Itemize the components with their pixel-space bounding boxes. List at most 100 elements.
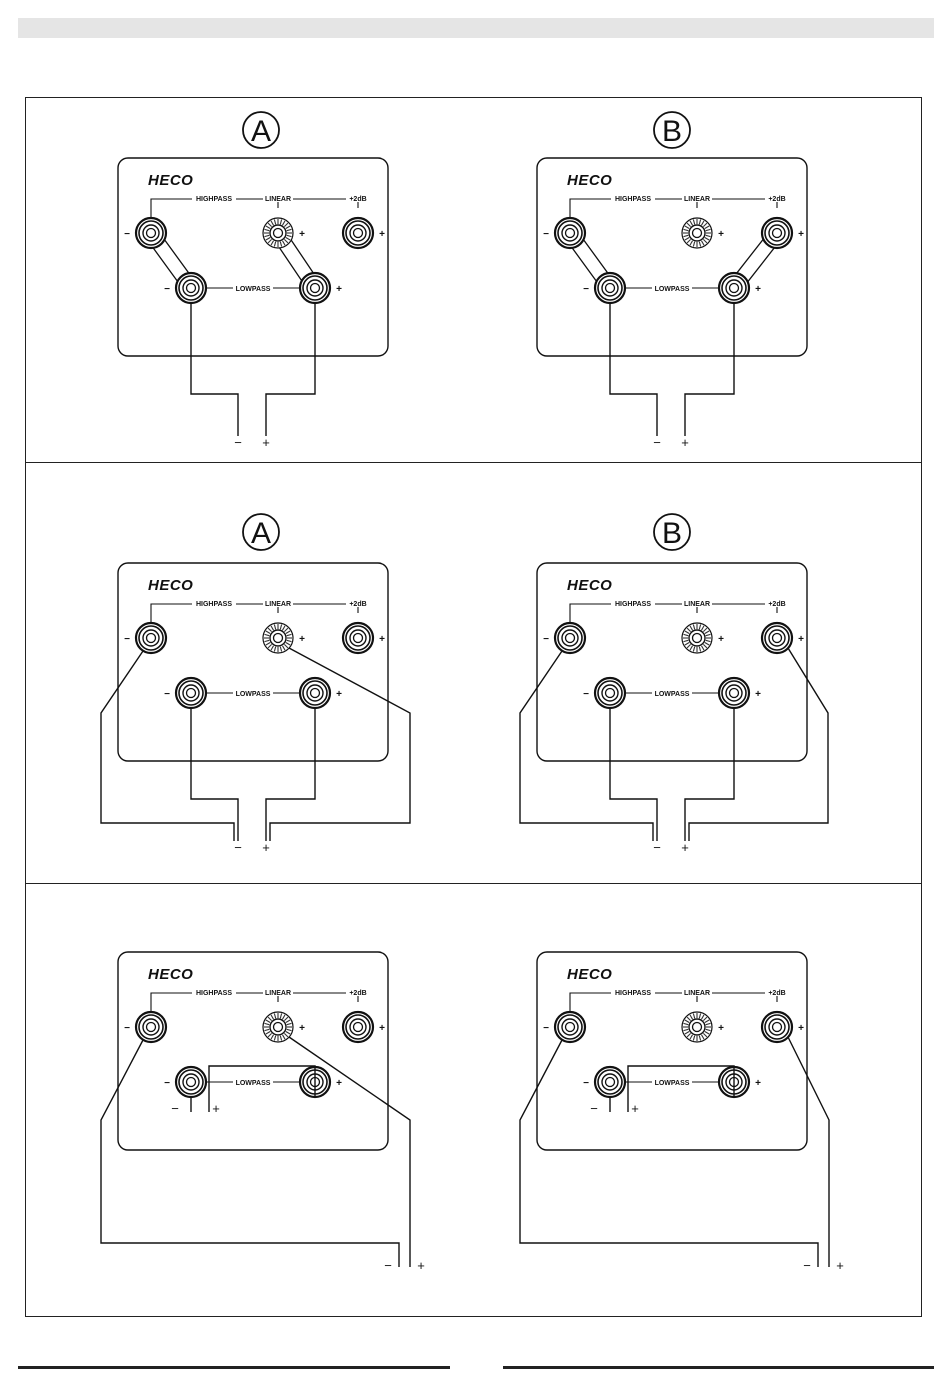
plus2db-terminal (760, 1010, 794, 1044)
terminal-knurl (692, 1035, 696, 1041)
terminal-knurl (683, 1022, 689, 1026)
linear-label: LINEAR (684, 990, 710, 997)
terminal-knurl (683, 1028, 689, 1032)
highpass-bracket (150, 198, 192, 218)
terminal-knurl (704, 237, 710, 241)
terminal-post (771, 227, 783, 239)
wire-plus-label: + (836, 1258, 844, 1273)
wire-minus-highpass (519, 650, 654, 841)
terminal-knurl (705, 639, 711, 643)
terminal-knurl (286, 633, 292, 637)
terminal-knurl (705, 1022, 711, 1026)
plus-sign: + (718, 1023, 724, 1034)
footer-line-left (18, 1366, 450, 1369)
terminal-knurl (701, 625, 705, 631)
terminal-knurl (285, 642, 291, 646)
row-divider-1 (25, 462, 922, 463)
highpass-label: HIGHPASS (615, 601, 651, 608)
terminal-knurl (286, 1028, 292, 1032)
terminal-knurl (686, 627, 692, 633)
wire-plus-lowpass (627, 1065, 735, 1112)
terminal-knurl (702, 222, 708, 228)
terminal-knurl (701, 645, 705, 651)
terminal-knurl (265, 225, 271, 229)
wiring: −+−+ (100, 1036, 425, 1273)
wire-minus-highpass (100, 1039, 400, 1267)
lowpass-label: LOWPASS (236, 286, 271, 293)
lowpass-minus-terminal (593, 1065, 627, 1099)
terminal-knurl (283, 627, 289, 633)
terminal-knurl (684, 225, 690, 229)
wiring: −+−+ (519, 1036, 844, 1273)
terminal-knurl (267, 222, 273, 228)
terminal-knurl (689, 220, 693, 226)
terminal-rim (302, 680, 328, 706)
terminal-knurl (286, 639, 292, 643)
terminal-post (145, 1021, 157, 1033)
terminal-knurl (684, 1031, 690, 1035)
highpass-minus-terminal (553, 621, 587, 655)
terminal-rim (345, 220, 371, 246)
terminal-knurl (279, 624, 283, 630)
terminal-rim (764, 1014, 790, 1040)
terminal-knurl (704, 630, 710, 634)
minus-sign: − (124, 1023, 130, 1034)
terminal-knurl (270, 1034, 274, 1040)
option-badge-letter: A (251, 517, 271, 550)
terminal-rim (557, 1014, 583, 1040)
terminal-knurl (285, 1019, 291, 1023)
terminal-post (145, 632, 157, 644)
wire-plus-label: + (212, 1101, 220, 1116)
terminal-panel (117, 951, 389, 1151)
lowpass-plus-terminal (298, 271, 332, 305)
terminal-post (185, 687, 197, 699)
wire-minus-label: − (234, 435, 242, 450)
terminal-knurl (283, 238, 289, 244)
terminal-knurl (279, 646, 283, 652)
plus2db-terminal (341, 621, 375, 655)
terminal-knurl (705, 228, 711, 232)
terminal-knurl (692, 1013, 696, 1019)
terminal-knurl (684, 642, 690, 646)
minus-sign: − (124, 634, 130, 645)
terminal-rim (721, 680, 747, 706)
option-badge: A (242, 111, 280, 149)
plus-sign: + (379, 229, 385, 240)
option-badge-circle (653, 513, 691, 551)
terminal-post (564, 632, 576, 644)
plus2db-terminal (760, 621, 794, 655)
plus2db-label: +2dB (768, 990, 785, 997)
lowpass-minus-terminal (174, 271, 208, 305)
terminal-knurl (705, 633, 711, 637)
terminal-knurl (273, 1035, 277, 1041)
terminal-panel (117, 157, 389, 357)
linear-label: LINEAR (265, 990, 291, 997)
plus-sign: + (798, 229, 804, 240)
terminal-knurl (702, 1032, 708, 1038)
terminal-knurl (702, 643, 708, 649)
terminal-knurl (282, 220, 286, 226)
terminal-knurl (684, 1019, 690, 1023)
terminal-knurl (282, 1014, 286, 1020)
plus-sign: + (798, 1023, 804, 1034)
lowpass-label: LOWPASS (655, 286, 690, 293)
plus-sign: + (379, 634, 385, 645)
terminal-panel (536, 562, 808, 762)
wire-plus-highpass (688, 647, 829, 841)
terminal-rim (764, 625, 790, 651)
wire-minus-label: − (234, 840, 242, 855)
terminal-rim (345, 625, 371, 651)
header-bar (18, 18, 934, 38)
wire-minus-label: − (653, 840, 661, 855)
terminal-knurl (686, 238, 692, 244)
terminal-knurl (279, 1035, 283, 1041)
minus-sign: − (543, 634, 549, 645)
option-badge: B (653, 111, 691, 149)
highpass-minus-terminal (134, 216, 168, 250)
highpass-bracket (569, 198, 611, 218)
linear-label: LINEAR (684, 196, 710, 203)
highpass-label: HIGHPASS (196, 196, 232, 203)
